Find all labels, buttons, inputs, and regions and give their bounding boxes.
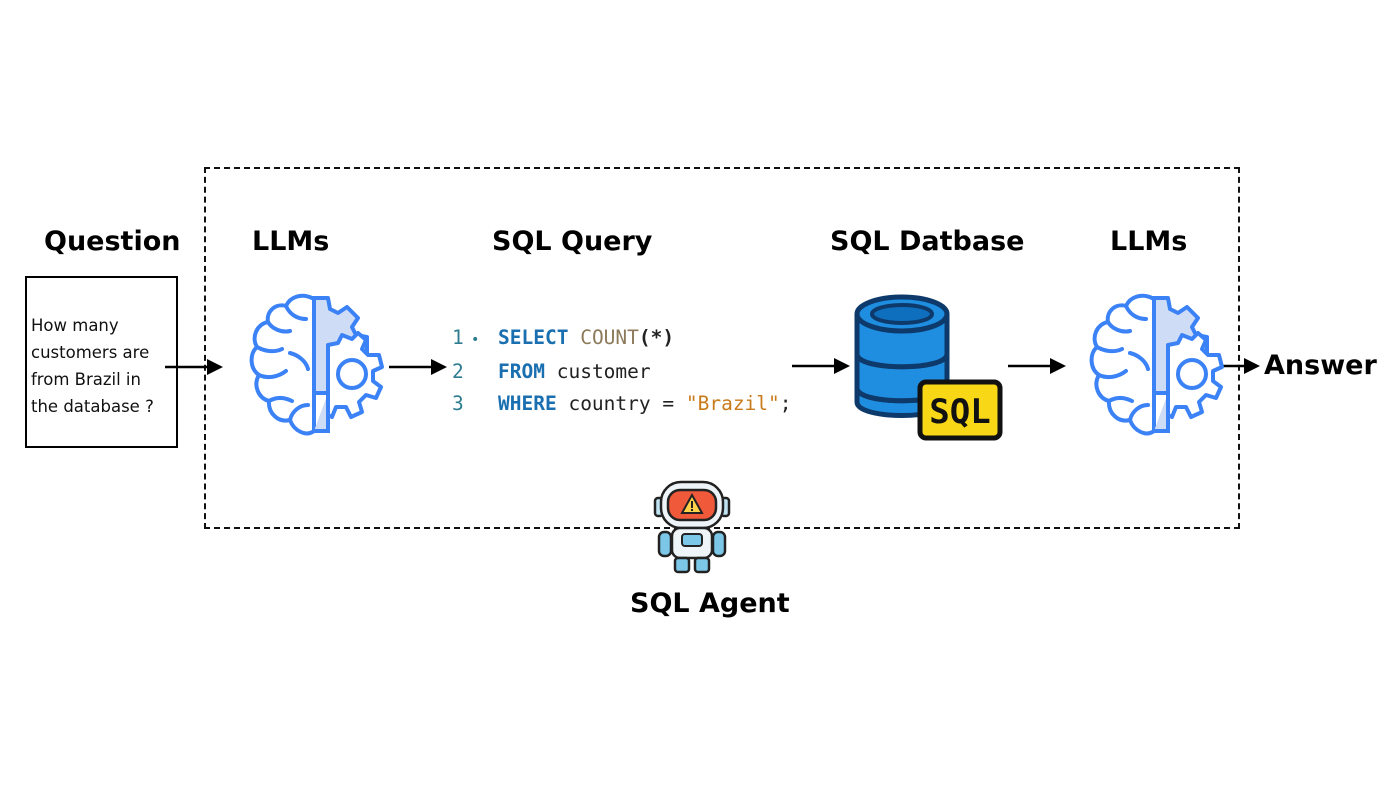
- arrow-right-icon: [389, 359, 447, 375]
- db-badge-text: SQL: [929, 392, 990, 432]
- brain-gear-icon: [1089, 293, 1224, 436]
- code-line: 1 • SELECT COUNT(*): [452, 322, 792, 356]
- sql-query-heading: SQL Query: [492, 226, 653, 257]
- sql-text: customer: [556, 360, 651, 383]
- sql-string: "Brazil": [685, 392, 780, 415]
- question-box: How many customers are from Brazil in th…: [25, 276, 178, 448]
- sql-database-heading: SQL Datbase: [830, 226, 1025, 257]
- question-line: the database ?: [31, 397, 154, 416]
- sql-keyword: FROM: [498, 360, 545, 383]
- sql-keyword: WHERE: [498, 392, 557, 415]
- llms-heading-2: LLMs: [1110, 226, 1188, 257]
- database-icon: SQL: [854, 294, 1003, 441]
- question-heading: Question: [44, 226, 181, 257]
- question-line: How many: [31, 316, 119, 335]
- llms-heading-1: LLMs: [252, 226, 330, 257]
- arrow-right-icon: [165, 359, 223, 375]
- arrow-right-icon: [1008, 358, 1066, 374]
- sql-text: country =: [568, 392, 686, 415]
- sql-keyword: SELECT: [498, 326, 569, 349]
- fold-marker: •: [470, 332, 480, 348]
- code-line: 3 WHERE country = "Brazil";: [452, 388, 792, 420]
- sql-function: COUNT: [580, 326, 639, 349]
- question-line: from Brazil in: [31, 370, 141, 389]
- code-line: 2 FROM customer: [452, 356, 792, 388]
- line-number: 1: [452, 326, 464, 349]
- line-number: 3: [452, 392, 464, 415]
- sql-agent-label: SQL Agent: [630, 588, 790, 619]
- answer-heading: Answer: [1264, 350, 1377, 381]
- sql-text: (*): [638, 326, 675, 349]
- arrow-right-icon: [792, 358, 850, 374]
- sql-code-block: 1 • SELECT COUNT(*) 2 FROM customer 3 WH…: [452, 322, 792, 420]
- brain-gear-icon: [249, 293, 384, 436]
- sql-text: ;: [779, 392, 792, 415]
- agent-frame: [204, 167, 1240, 529]
- line-number: 2: [452, 360, 464, 383]
- robot-icon: [653, 480, 731, 574]
- question-line: customers are: [31, 343, 150, 362]
